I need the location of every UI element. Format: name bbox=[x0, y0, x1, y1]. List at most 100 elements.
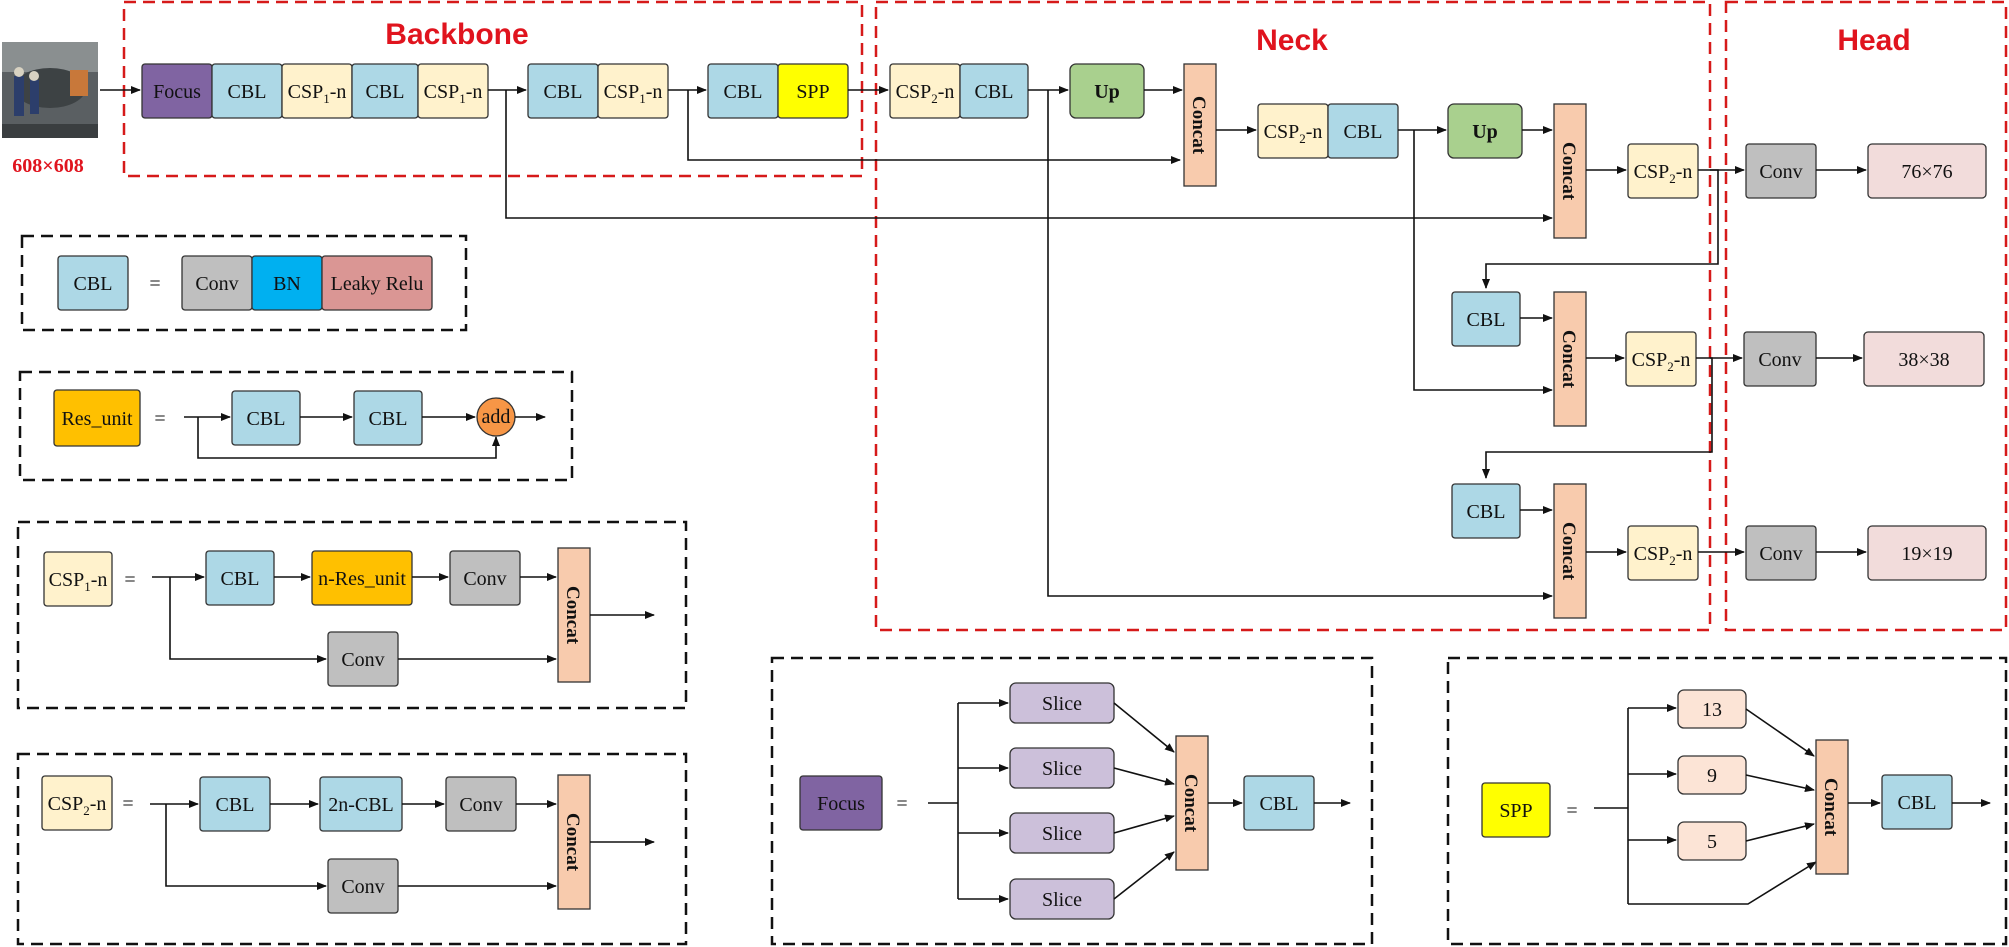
backbone-spp: SPP bbox=[777, 63, 849, 119]
skip-csp1-3-to-concat1 bbox=[687, 90, 1181, 164]
svg-text:CBL: CBL bbox=[544, 81, 583, 103]
svg-text:Conv: Conv bbox=[1758, 349, 1801, 371]
backbone-focus: Focus bbox=[141, 63, 213, 119]
neck-title: Neck bbox=[1256, 24, 1328, 57]
legend-cbl-frame bbox=[20, 234, 468, 332]
legend-spp-block: SPP bbox=[1481, 782, 1551, 838]
svg-text:38×38: 38×38 bbox=[1898, 349, 1949, 371]
svg-text:SPP: SPP bbox=[796, 81, 829, 103]
legend-focus-frame bbox=[770, 656, 1374, 946]
legend-spp-concat: Concat bbox=[1815, 739, 1849, 875]
legend-spp-pool-5: 5 bbox=[1677, 821, 1747, 861]
svg-text:76×76: 76×76 bbox=[1901, 161, 1952, 183]
svg-text:CBL: CBL bbox=[724, 81, 763, 103]
svg-text:Slice: Slice bbox=[1042, 889, 1082, 911]
neck-up-2: Up bbox=[1447, 103, 1523, 159]
neck-concat-2: Concat bbox=[1553, 103, 1587, 239]
svg-text:CBL: CBL bbox=[369, 408, 408, 430]
svg-text:Slice: Slice bbox=[1042, 693, 1082, 715]
svg-text:CSP1-n: CSP1-n bbox=[288, 81, 347, 106]
arrow-5-concat bbox=[1745, 822, 1815, 842]
legend-cbl-equals: = bbox=[149, 273, 160, 295]
legend-csp1-cbl: CBL bbox=[205, 550, 275, 606]
svg-text:CSP2-n: CSP2-n bbox=[48, 793, 107, 818]
backbone-title: Backbone bbox=[385, 18, 528, 51]
svg-text:Concat: Concat bbox=[1820, 778, 1841, 837]
legend-resunit-cbl-2: CBL bbox=[353, 390, 423, 446]
legend-csp2-2n-cbl: 2n-CBL bbox=[319, 776, 403, 832]
legend-spp-pool-9: 9 bbox=[1677, 755, 1747, 795]
neck-frame bbox=[874, 0, 1712, 632]
svg-text:5: 5 bbox=[1707, 831, 1717, 853]
backbone-cbl-3: CBL bbox=[527, 63, 599, 119]
neck-concat-1: Concat bbox=[1183, 63, 1217, 187]
arrow-slice2-concat bbox=[1113, 767, 1175, 786]
neck-cbl-3: CBL bbox=[1451, 291, 1521, 347]
arrow-csp2-branch bbox=[165, 804, 327, 890]
head-conv-2: Conv bbox=[1743, 331, 1817, 387]
head-conv-3: Conv bbox=[1745, 525, 1817, 581]
svg-text:2n-CBL: 2n-CBL bbox=[328, 794, 394, 816]
legend-focus-slice-4: Slice bbox=[1009, 878, 1115, 920]
neck-cbl-4: CBL bbox=[1451, 483, 1521, 539]
backbone-frame bbox=[122, 0, 864, 178]
legend-csp1-frame bbox=[16, 520, 688, 710]
svg-text:13: 13 bbox=[1702, 699, 1722, 721]
head-output-2: 38×38 bbox=[1863, 331, 1985, 387]
svg-text:CBL: CBL bbox=[216, 794, 255, 816]
backbone-csp1-1: CSP1-n bbox=[281, 63, 353, 119]
svg-text:Res_unit: Res_unit bbox=[61, 408, 133, 430]
legend-cbl-block: CBL bbox=[57, 255, 129, 311]
legend-csp2-cbl: CBL bbox=[199, 776, 271, 832]
legend-cbl-bn: BN bbox=[251, 255, 323, 311]
arrow-csp1-branch bbox=[169, 577, 327, 663]
neck-cbl-2: CBL bbox=[1327, 103, 1399, 159]
skip-cbl2-to-concat3 bbox=[1413, 130, 1553, 394]
backbone-cbl-2: CBL bbox=[351, 63, 419, 119]
legend-resunit-frame bbox=[18, 370, 574, 482]
neck-csp2-5: CSP2-n bbox=[1627, 525, 1699, 581]
legend-cbl-leaky-relu: Leaky Relu bbox=[321, 255, 433, 311]
head-conv-1: Conv bbox=[1745, 143, 1817, 199]
legend-csp2-equals: = bbox=[122, 793, 133, 815]
legend-csp1-block: CSP1-n bbox=[43, 551, 113, 607]
arrow-spp-identity bbox=[1628, 861, 1817, 905]
svg-text:CBL: CBL bbox=[1467, 309, 1506, 331]
legend-focus-slice-3: Slice bbox=[1009, 812, 1115, 854]
svg-text:Up: Up bbox=[1094, 81, 1120, 103]
svg-text:CSP2-n: CSP2-n bbox=[1634, 543, 1693, 568]
svg-text:CBL: CBL bbox=[247, 408, 286, 430]
legend-spp-pool-13: 13 bbox=[1677, 689, 1747, 729]
head-output-3: 19×19 bbox=[1867, 525, 1987, 581]
svg-text:Concat: Concat bbox=[1558, 330, 1579, 389]
backbone-cbl-4: CBL bbox=[707, 63, 779, 119]
neck-csp2-1: CSP2-n bbox=[889, 63, 961, 119]
svg-text:add: add bbox=[482, 406, 511, 428]
legend-resunit-cbl-1: CBL bbox=[231, 390, 301, 446]
svg-text:SPP: SPP bbox=[1499, 800, 1532, 822]
legend-csp1-concat: Concat bbox=[557, 547, 591, 683]
svg-text:Focus: Focus bbox=[153, 81, 201, 103]
svg-text:n-Res_unit: n-Res_unit bbox=[318, 568, 406, 590]
legend-resunit-equals: = bbox=[154, 408, 165, 430]
neck-up-1: Up bbox=[1069, 63, 1145, 119]
svg-text:Conv: Conv bbox=[1759, 161, 1802, 183]
legend-csp1-conv-2: Conv bbox=[327, 631, 399, 687]
svg-text:Slice: Slice bbox=[1042, 758, 1082, 780]
legend-focus-block: Focus bbox=[799, 775, 883, 831]
svg-text:Concat: Concat bbox=[1558, 142, 1579, 201]
input-resolution: 608×608 bbox=[12, 155, 83, 177]
svg-text:CSP1-n: CSP1-n bbox=[424, 81, 483, 106]
svg-text:CBL: CBL bbox=[975, 81, 1014, 103]
svg-text:Concat: Concat bbox=[1558, 522, 1579, 581]
arrow-9-concat bbox=[1745, 774, 1815, 792]
svg-text:CBL: CBL bbox=[366, 81, 405, 103]
legend-csp2-conv-1: Conv bbox=[445, 776, 517, 832]
svg-text:Leaky Relu: Leaky Relu bbox=[331, 273, 424, 295]
neck-concat-4: Concat bbox=[1553, 483, 1587, 619]
legend-csp1-equals: = bbox=[124, 569, 135, 591]
svg-text:CBL: CBL bbox=[221, 568, 260, 590]
legend-csp2-concat: Concat bbox=[557, 774, 591, 910]
legend-csp1-conv-1: Conv bbox=[449, 550, 521, 606]
